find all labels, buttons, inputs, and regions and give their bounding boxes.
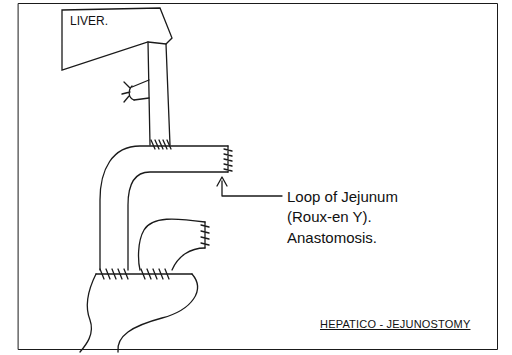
- stitches: [151, 140, 171, 149]
- liver-outline: [62, 8, 172, 70]
- ligature: [122, 82, 134, 102]
- closed-end: [201, 222, 209, 248]
- leader-line: [222, 181, 282, 196]
- arrowhead: [217, 177, 227, 186]
- caption: HEPATICO - JEJUNOSTOMY: [320, 318, 470, 330]
- anatomy-sketch: [19, 4, 498, 353]
- bowel-wall: [80, 274, 96, 352]
- organ-label: LIVER.: [62, 8, 116, 34]
- jejunum-wall: [100, 146, 228, 270]
- duct-wall: [166, 44, 170, 145]
- bowel-wall: [118, 274, 198, 352]
- duct-wall: [148, 42, 150, 145]
- stitches: [100, 269, 169, 279]
- organ-node: LIVER.: [62, 8, 174, 70]
- annotation: Loop of Jejunum (Roux-en Y). Anastomosis…: [287, 187, 419, 248]
- jejunum-wall: [128, 172, 228, 270]
- jejunum-wall: [139, 219, 205, 270]
- jejunum-wall: [172, 248, 205, 270]
- cystic-stump: [132, 80, 149, 100]
- closed-end: [224, 146, 232, 172]
- frame: [19, 4, 498, 350]
- anastomosis-line: [96, 273, 192, 274]
